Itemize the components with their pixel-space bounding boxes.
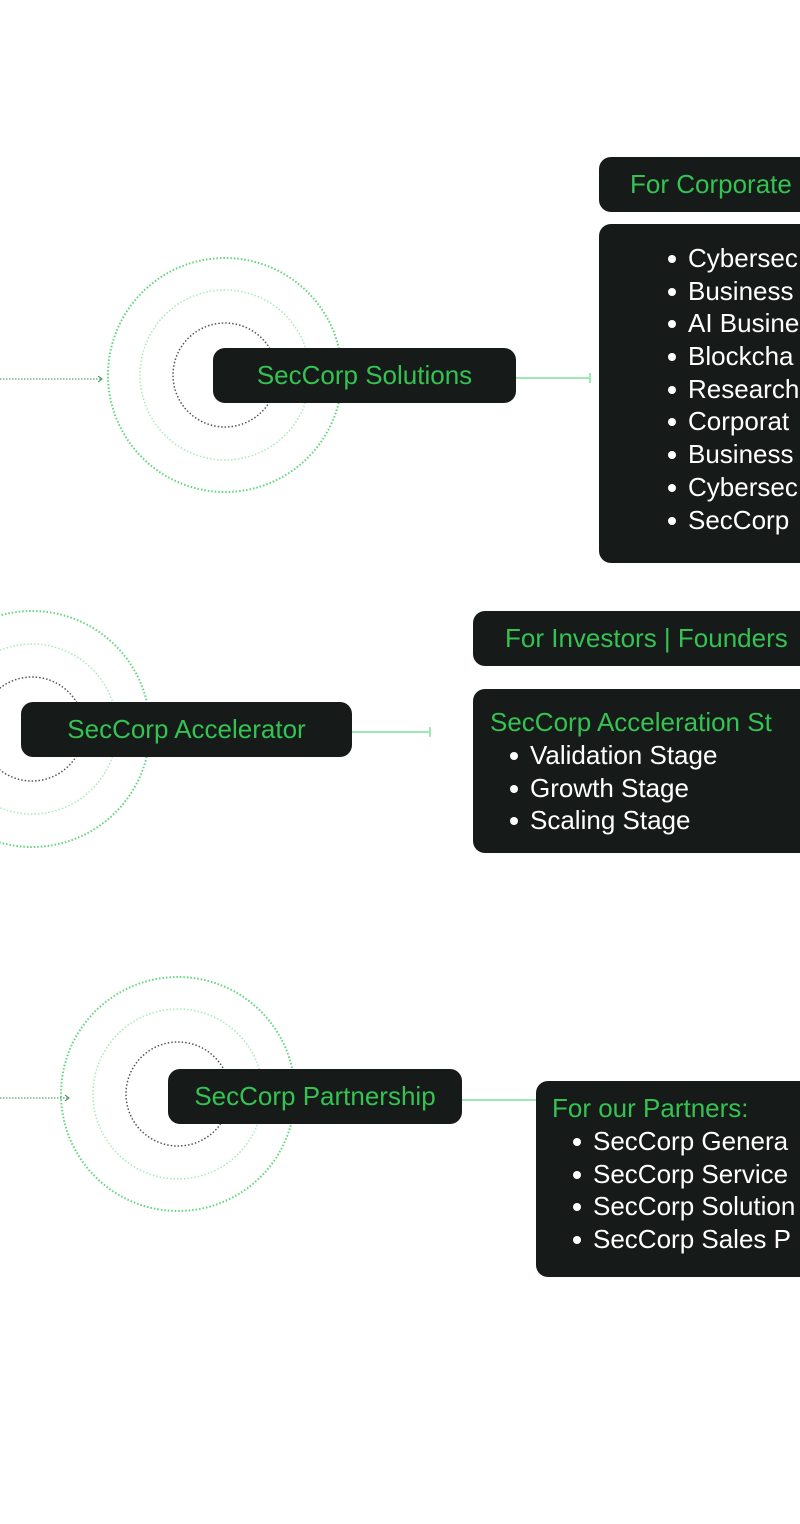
header-label: For Corporate [630,169,792,199]
list-item: Blockcha [668,340,800,373]
list-item: SecCorp [668,504,800,537]
list-item: SecCorp Genera [573,1125,800,1158]
incoming-arrows [0,375,103,1102]
seccorp-solutions-node[interactable]: SecCorp Solutions [213,348,516,403]
list-item: Research [668,373,800,406]
seccorp-accelerator-node[interactable]: SecCorp Accelerator [21,702,352,757]
solutions-list-panel: Cybersec Business AI Busine Blockcha Res… [599,224,800,563]
list-title: SecCorp Acceleration St [490,707,772,737]
list-item: Business [668,438,800,471]
list-item: Cybersec [668,242,800,275]
seccorp-partnership-node[interactable]: SecCorp Partnership [168,1069,462,1124]
partnership-list: SecCorp Genera SecCorp Service SecCorp S… [573,1125,800,1256]
outgoing-connectors [352,373,591,1101]
corporate-header: For Corporate [599,157,800,212]
accelerator-list: Validation Stage Growth Stage Scaling St… [510,739,800,837]
list-item: Cybersec [668,471,800,504]
list-item: SecCorp Service [573,1158,800,1191]
list-item: AI Busine [668,307,800,340]
node-label: SecCorp Accelerator [67,714,306,744]
list-item: SecCorp Solution [573,1190,800,1223]
accelerator-list-panel: SecCorp Acceleration St Validation Stage… [473,689,800,853]
list-item: SecCorp Sales P [573,1223,800,1256]
node-label: SecCorp Solutions [256,360,473,390]
list-item: Corporat [668,405,800,438]
list-item: Business [668,275,800,308]
partnership-list-panel: For our Partners: SecCorp Genera SecCorp… [536,1081,800,1277]
list-item: Growth Stage [510,772,800,805]
solutions-list: Cybersec Business AI Busine Blockcha Res… [668,242,800,537]
node-label: SecCorp Partnership [194,1081,436,1111]
investors-header: For Investors | Founders [473,611,800,666]
list-item: Validation Stage [510,739,800,772]
list-title: For our Partners: [552,1093,749,1123]
list-item: Scaling Stage [510,804,800,837]
header-label: For Investors | Founders [505,623,788,653]
